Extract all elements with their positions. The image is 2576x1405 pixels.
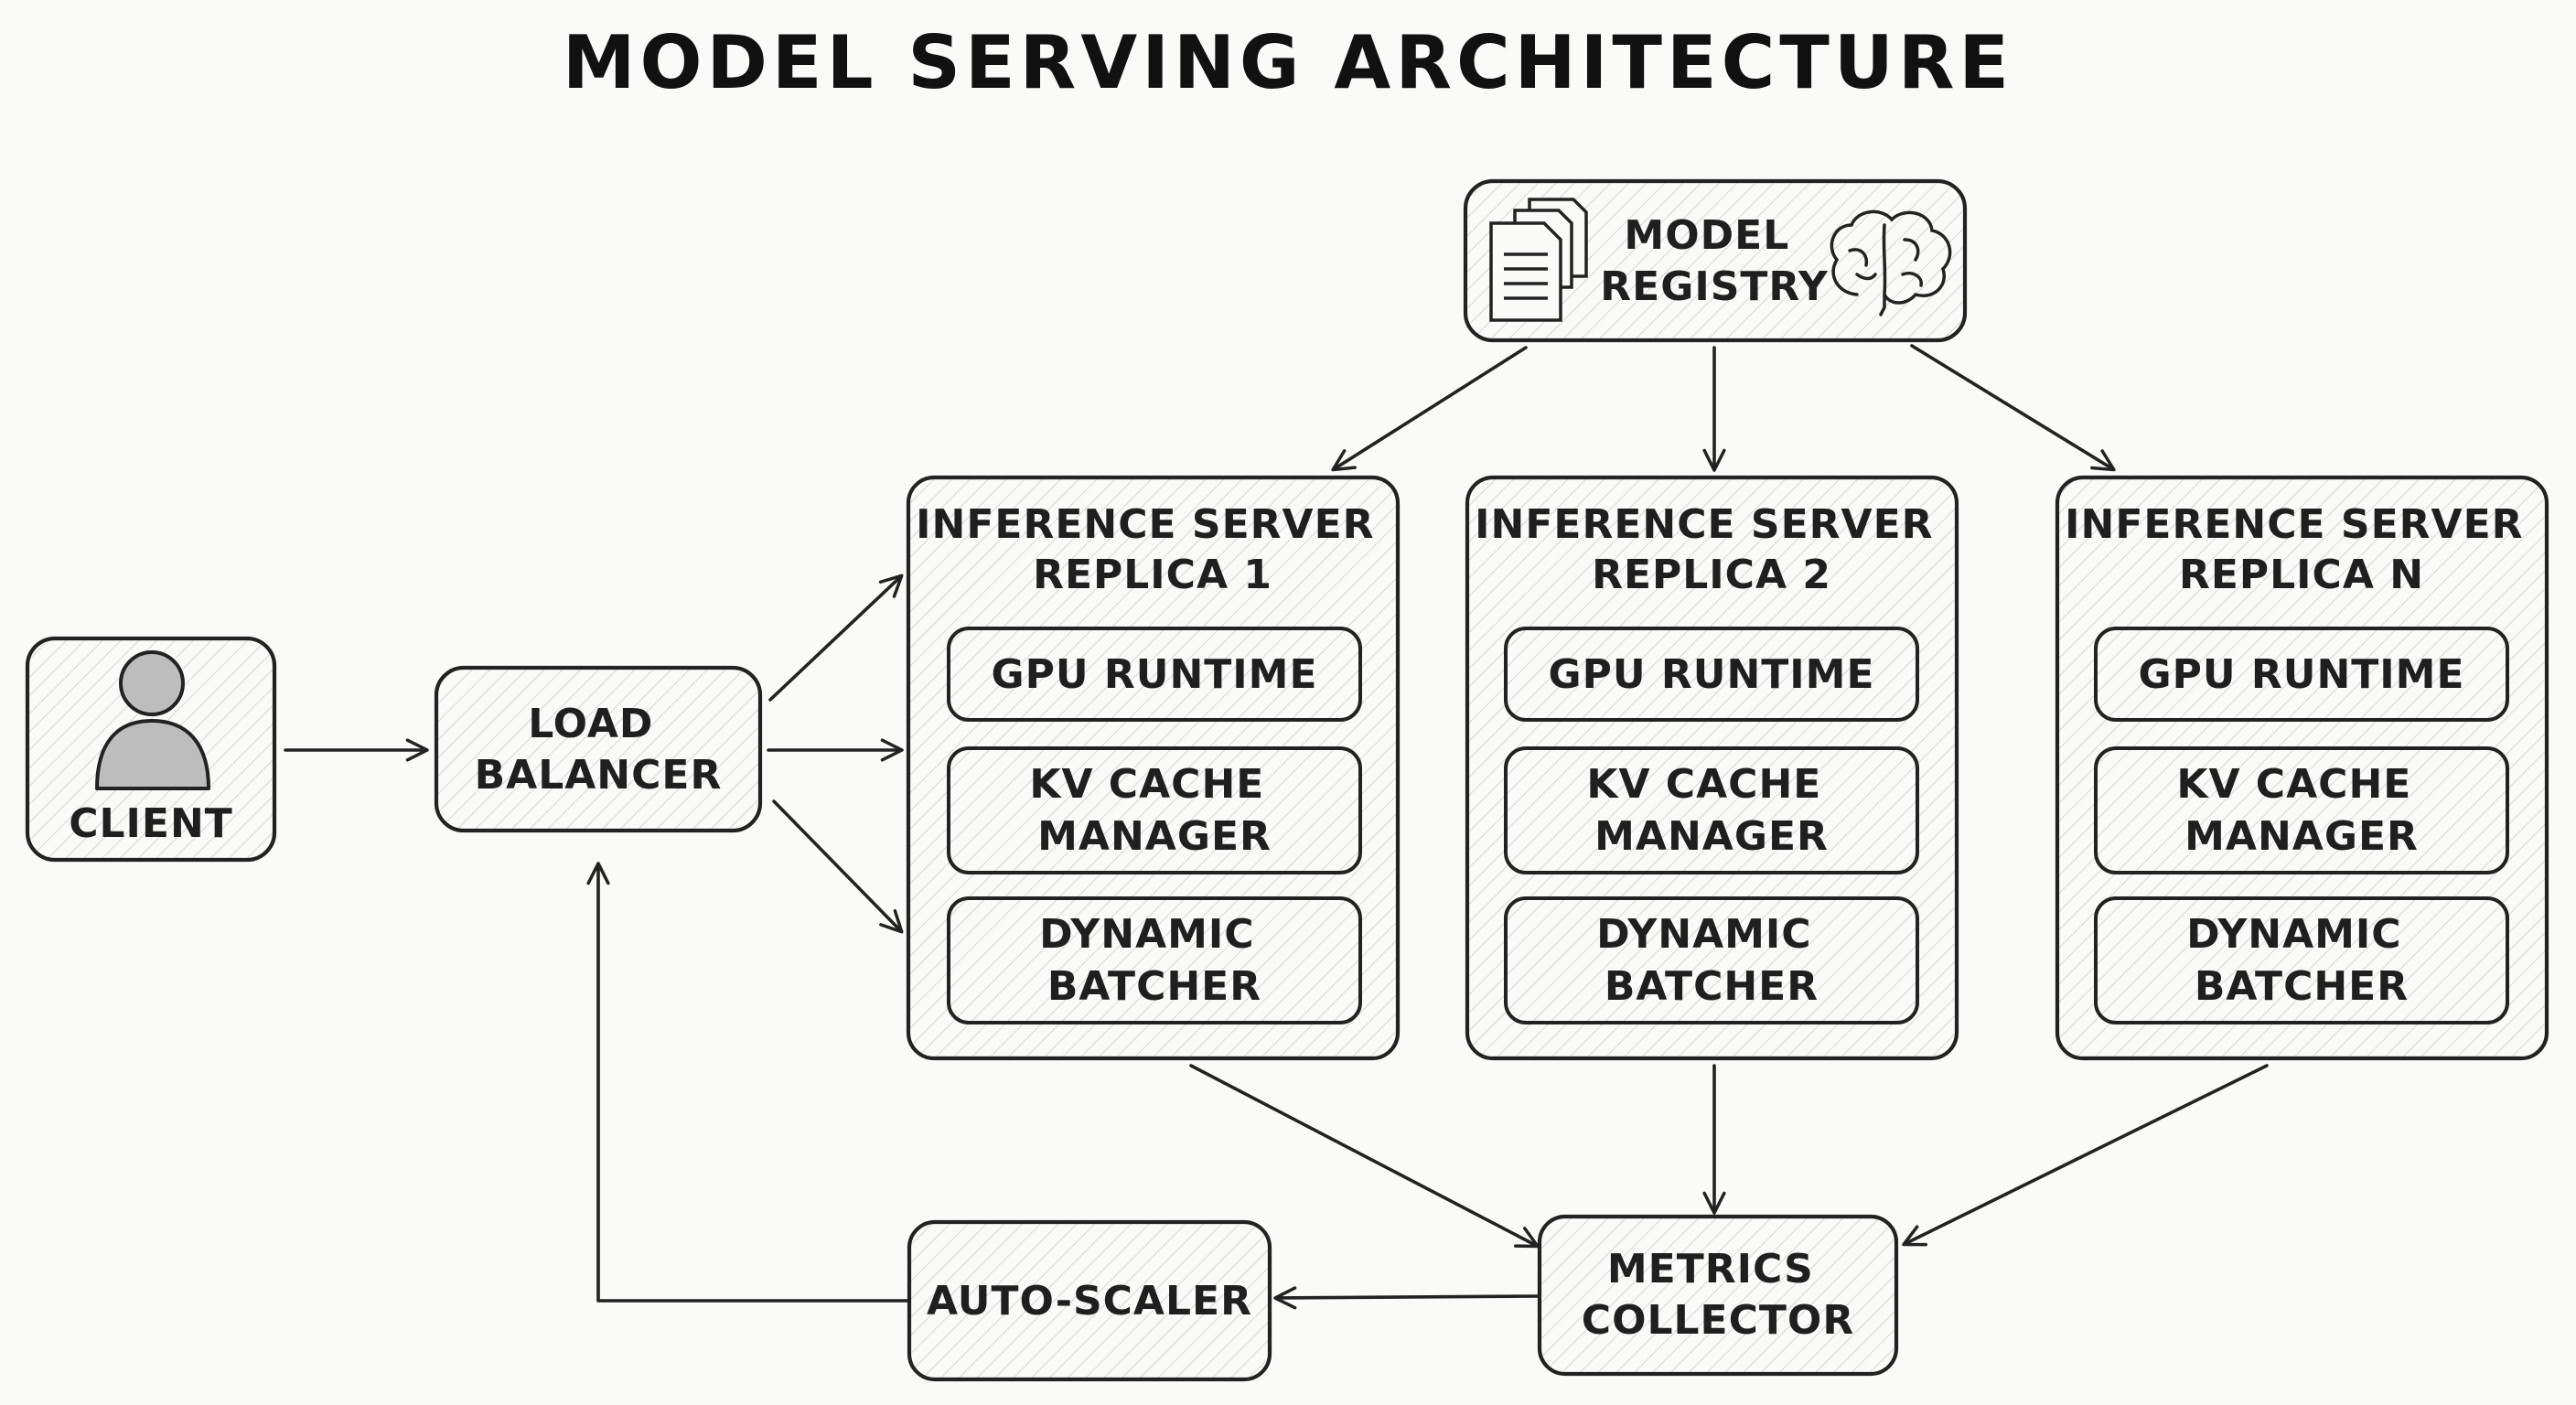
svg-text:DYNAMIC BATCHER: DYNAMIC BATCHER <box>1039 911 1270 1010</box>
replica-2-kv-cache-label-line-2: MANAGER <box>1594 813 1829 860</box>
replica-2-node[interactable]: INFERENCE SERVER REPLICA 2 GPU RUNTIME K… <box>1465 475 1959 1061</box>
replica-2-gpu-runtime-label: GPU RUNTIME <box>1548 651 1874 698</box>
load-balancer-label-line-1: LOAD <box>528 701 653 747</box>
replica-2-label-line-1: INFERENCE SERVER <box>1475 501 1933 548</box>
replica-n-kv-cache-manager[interactable]: KV CACHE MANAGER <box>2094 746 2509 874</box>
replica-2-label-line-2: REPLICA 2 <box>1592 552 1831 598</box>
auto-scaler-node[interactable]: AUTO-SCALER <box>907 1219 1272 1382</box>
replica-1-node[interactable]: INFERENCE SERVER REPLICA 1 GPU RUNTIME K… <box>906 475 1401 1061</box>
svg-text:KV CACHE MANAGER: KV CACHE MANAGER <box>1586 761 1836 860</box>
edges <box>284 344 2269 1310</box>
replica-n-kv-cache-label-line-2: MANAGER <box>2184 813 2419 860</box>
replica-n-kv-cache-label-line-1: KV CACHE <box>2176 761 2411 808</box>
edge-registry-to-replica-1 <box>1331 346 1528 472</box>
model-registry-label-line-1: MODEL <box>1624 212 1789 259</box>
brain-icon <box>1830 209 1952 316</box>
replica-1-label-line-1: INFERENCE SERVER <box>916 501 1374 548</box>
documents-icon <box>1489 198 1588 322</box>
metrics-collector-label-line-1: METRICS <box>1607 1246 1814 1292</box>
replica-1-label-line-2: REPLICA 1 <box>1033 552 1272 598</box>
load-balancer-node[interactable]: LOAD BALANCER <box>434 665 763 833</box>
replica-n-label-line-2: REPLICA N <box>2179 552 2424 598</box>
replica-1-dynamic-batcher[interactable]: DYNAMIC BATCHER <box>947 896 1362 1024</box>
edge-replica-1-to-metrics <box>1189 1064 1540 1249</box>
replica-2-kv-cache-label-line-1: KV CACHE <box>1586 761 1821 808</box>
replica-2-dynamic-batcher[interactable]: DYNAMIC BATCHER <box>1504 896 1919 1024</box>
replica-2-gpu-runtime[interactable]: GPU RUNTIME <box>1504 627 1919 722</box>
svg-text:DYNAMIC BATCHER: DYNAMIC BATCHER <box>1596 911 1827 1010</box>
replica-1-batcher-label-line-1: DYNAMIC <box>1039 911 1255 958</box>
diagram-title: MODEL SERVING ARCHITECTURE <box>563 20 2013 105</box>
svg-text:INFERENCE SERVER REPLICA: INFERENCE SERVER REPLICA N <box>2065 501 2538 598</box>
replica-n-node[interactable]: INFERENCE SERVER REPLICA N GPU RUNTIME K… <box>2055 475 2549 1061</box>
replica-1-kv-cache-manager[interactable]: KV CACHE MANAGER <box>947 746 1362 874</box>
replica-2-batcher-label-line-2: BATCHER <box>1605 963 1819 1010</box>
replica-1-batcher-label-line-2: BATCHER <box>1047 963 1261 1010</box>
replica-n-label-line-1: INFERENCE SERVER <box>2065 501 2523 548</box>
replica-n-batcher-label-line-1: DYNAMIC <box>2186 911 2402 958</box>
replica-n-gpu-runtime-label: GPU RUNTIME <box>2138 651 2464 698</box>
replica-1-kv-cache-label-line-1: KV CACHE <box>1029 761 1264 808</box>
edge-replica-n-to-metrics <box>1902 1064 2269 1247</box>
svg-text:MODEL REGISTRY: MODEL REGISTRY <box>1600 212 1829 310</box>
load-balancer-label-line-2: BALANCER <box>475 752 723 799</box>
user-icon <box>95 650 210 790</box>
replica-1-gpu-runtime[interactable]: GPU RUNTIME <box>947 627 1362 722</box>
edge-auto-scaler-to-load-balancer <box>586 862 911 1303</box>
svg-text:DYNAMIC BATCHER: DYNAMIC BATCHER <box>2186 911 2417 1010</box>
svg-text:KV CACHE MANAGER: KV CACHE MANAGER <box>1029 761 1279 860</box>
replica-2-kv-cache-manager[interactable]: KV CACHE MANAGER <box>1504 746 1919 874</box>
edge-load-balancer-to-replica-1-lower <box>772 799 904 934</box>
replica-1-kv-cache-label-line-2: MANAGER <box>1037 813 1272 860</box>
svg-text:METRICS COLLECTOR: METRICS COLLECTOR <box>1582 1246 1854 1344</box>
svg-text:KV CACHE MANAGER: KV CACHE MANAGER <box>2176 761 2426 860</box>
replica-n-batcher-label-line-2: BATCHER <box>2195 963 2409 1010</box>
client-label: CLIENT <box>69 800 233 847</box>
replica-2-batcher-label-line-1: DYNAMIC <box>1596 911 1812 958</box>
edge-registry-to-replica-n <box>1910 344 2116 472</box>
edge-metrics-to-auto-scaler <box>1273 1286 1541 1310</box>
svg-text:LOAD BALANCER: LOAD BALANCER <box>475 701 723 799</box>
metrics-collector-label-line-2: COLLECTOR <box>1582 1297 1854 1344</box>
model-registry-node[interactable]: MODEL REGISTRY <box>1463 178 1968 343</box>
replica-n-gpu-runtime[interactable]: GPU RUNTIME <box>2094 627 2509 722</box>
metrics-collector-node[interactable]: METRICS COLLECTOR <box>1537 1214 1899 1377</box>
svg-text:INFERENCE SERVER REPLICA: INFERENCE SERVER REPLICA 1 <box>916 501 1390 598</box>
edge-load-balancer-to-replica-1-upper <box>768 574 904 702</box>
replica-n-dynamic-batcher[interactable]: DYNAMIC BATCHER <box>2094 896 2509 1024</box>
model-registry-label-line-2: REGISTRY <box>1600 263 1829 310</box>
svg-text:INFERENCE SERVER REPLICA: INFERENCE SERVER REPLICA 2 <box>1475 501 1948 598</box>
replica-1-gpu-runtime-label: GPU RUNTIME <box>991 651 1317 698</box>
client-node[interactable]: CLIENT <box>25 636 277 863</box>
auto-scaler-label: AUTO-SCALER <box>927 1278 1252 1325</box>
